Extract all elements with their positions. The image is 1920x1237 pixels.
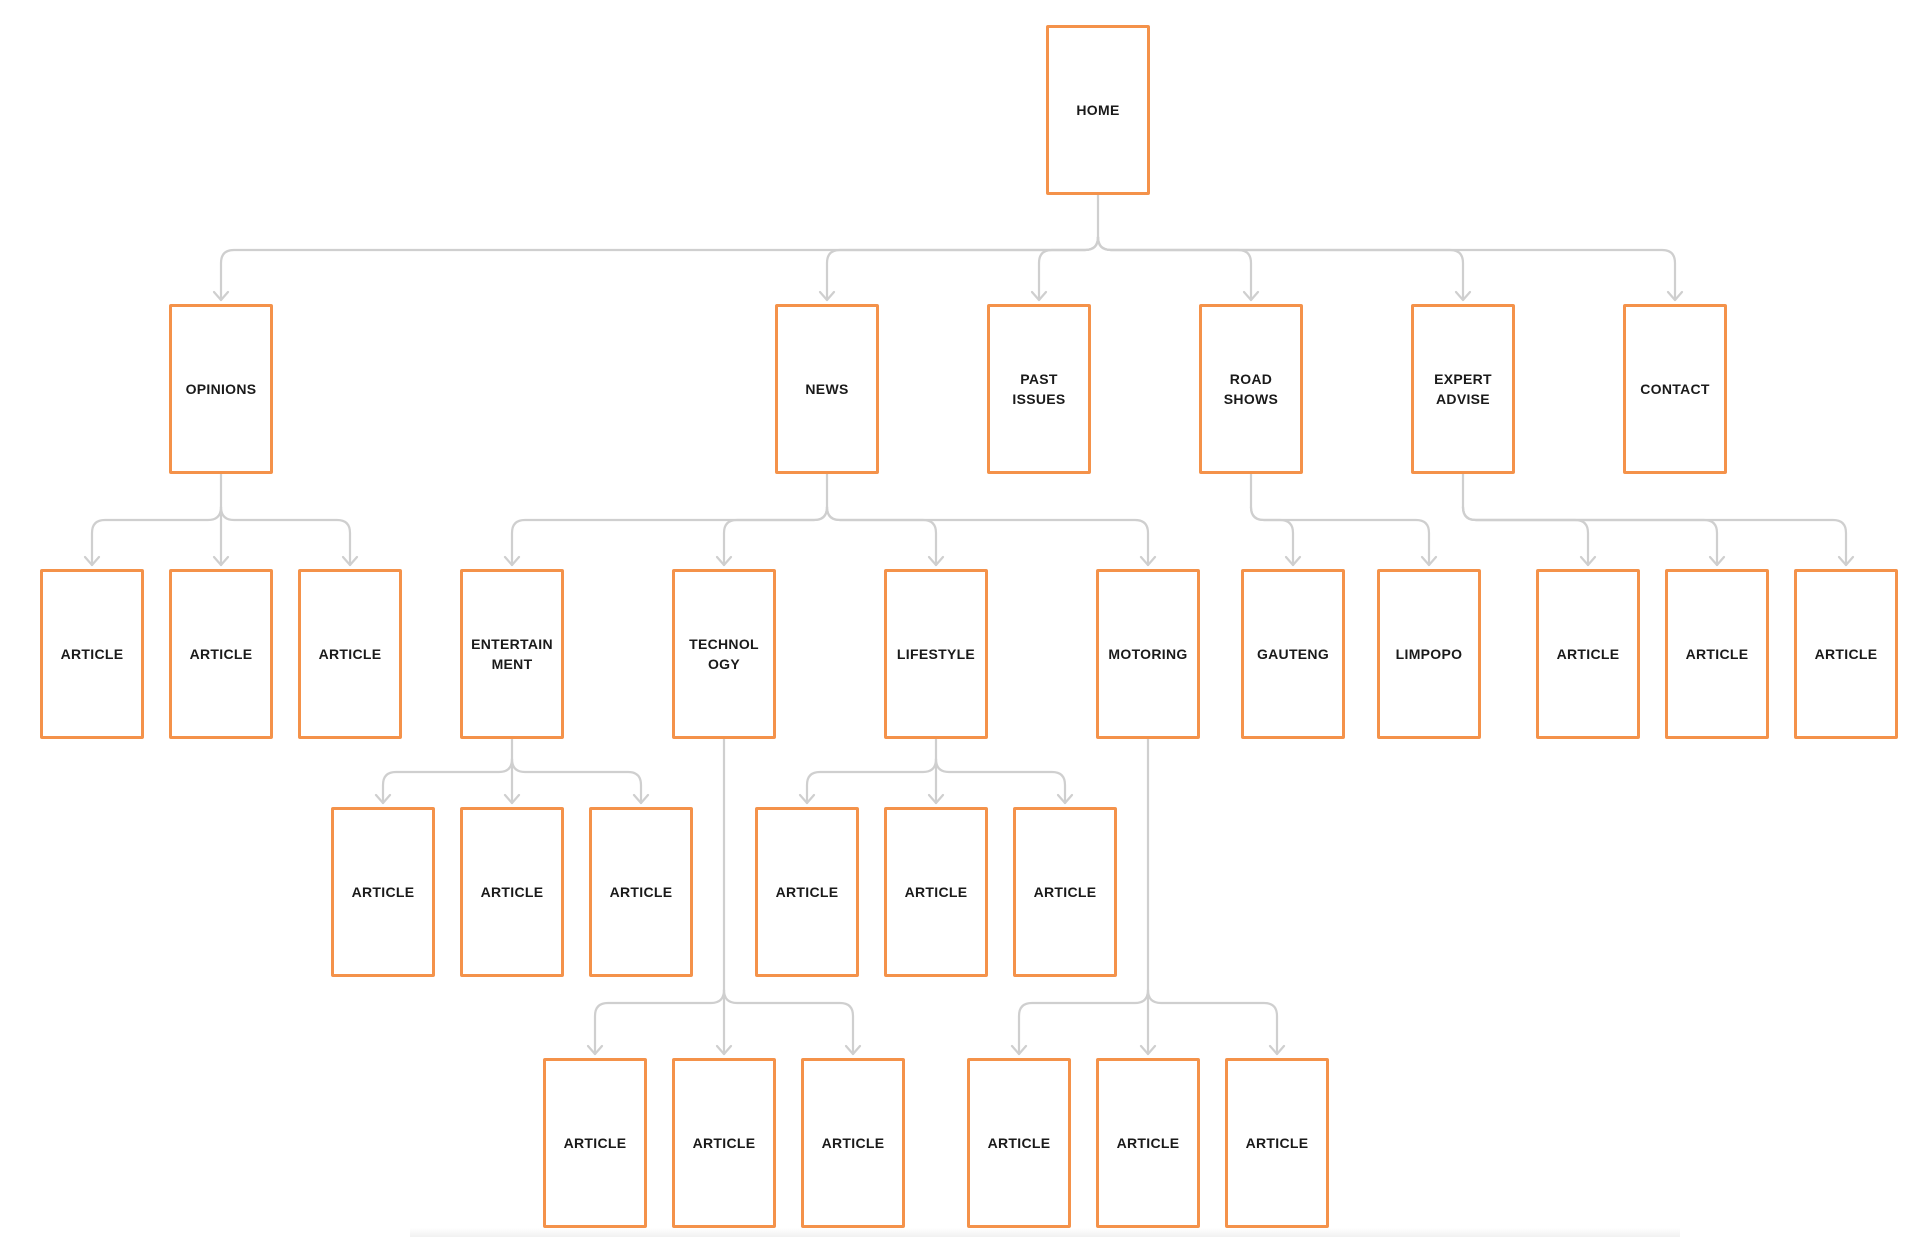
connector-arrowhead [1056, 793, 1074, 805]
node-technology-article-3: ARTICLE [801, 1058, 905, 1228]
connector-branch [219, 505, 352, 567]
node-lifestyle-article-3: ARTICLE [1013, 807, 1117, 977]
connector-branch [825, 235, 1100, 302]
node-gauteng: GAUTENG [1241, 569, 1345, 739]
connector-arrowhead [715, 555, 733, 567]
connector-arrowhead [1010, 1044, 1028, 1056]
connector-arrowhead [715, 1044, 733, 1056]
connector-arrowhead [212, 555, 230, 567]
connector-arrowhead [632, 793, 650, 805]
connector-arrowhead [1030, 290, 1048, 302]
node-opinions-article-2: ARTICLE [169, 569, 273, 739]
node-opinions-article-1: ARTICLE [40, 569, 144, 739]
node-opinions: OPINIONS [169, 304, 273, 474]
node-lifestyle-article-1: ARTICLE [755, 807, 859, 977]
node-motoring-article-2: ARTICLE [1096, 1058, 1200, 1228]
connector-branch [381, 757, 514, 805]
connector-branch [1461, 505, 1590, 567]
connector-arrowhead [927, 793, 945, 805]
connector-branch [90, 505, 223, 567]
connector-branch [722, 988, 855, 1056]
node-motoring: MOTORING [1096, 569, 1200, 739]
connector-branch [825, 505, 1150, 567]
connector-arrowhead [1139, 1044, 1157, 1056]
connector-arrowhead [1242, 290, 1260, 302]
connector-branch [510, 757, 643, 805]
connector-branch [805, 757, 938, 805]
connector-arrowhead [212, 290, 230, 302]
node-entertainment-article-3: ARTICLE [589, 807, 693, 977]
node-expert-article-3: ARTICLE [1794, 569, 1898, 739]
connector-arrowhead [1708, 555, 1726, 567]
node-expert-article-1: ARTICLE [1536, 569, 1640, 739]
connector-branch [825, 505, 938, 567]
node-entertainment-article-2: ARTICLE [460, 807, 564, 977]
connector-arrowhead [1284, 555, 1302, 567]
connector-branch [1249, 505, 1431, 567]
node-news: NEWS [775, 304, 879, 474]
node-motoring-article-3: ARTICLE [1225, 1058, 1329, 1228]
connector-branch [593, 988, 726, 1056]
connector-branch [1037, 235, 1100, 302]
connector-arrowhead [586, 1044, 604, 1056]
connector-arrowhead [818, 290, 836, 302]
connector-branch [1461, 505, 1719, 567]
connector-branch [1461, 505, 1848, 567]
node-lifestyle-article-2: ARTICLE [884, 807, 988, 977]
connector-branch [1017, 988, 1150, 1056]
connector-branch [1096, 235, 1253, 302]
connector-arrowhead [1139, 555, 1157, 567]
connector-arrowhead [1837, 555, 1855, 567]
connector-arrowhead [1579, 555, 1597, 567]
connector-arrowhead [341, 555, 359, 567]
connector-arrowhead [1420, 555, 1438, 567]
connector-branch [934, 757, 1067, 805]
connector-branch [1146, 988, 1279, 1056]
node-technology-article-2: ARTICLE [672, 1058, 776, 1228]
connector-branch [1096, 235, 1677, 302]
connector-arrowhead [798, 793, 816, 805]
connector-arrowhead [1454, 290, 1472, 302]
connector-arrowhead [503, 555, 521, 567]
node-home: HOME [1046, 25, 1150, 195]
connector-branch [510, 505, 829, 567]
connector-arrowhead [1268, 1044, 1286, 1056]
node-technology: TECHNOL OGY [672, 569, 776, 739]
connector-arrowhead [503, 793, 521, 805]
node-contact: CONTACT [1623, 304, 1727, 474]
connector-arrowhead [83, 555, 101, 567]
node-limpopo: LIMPOPO [1377, 569, 1481, 739]
node-expert-advise: EXPERT ADVISE [1411, 304, 1515, 474]
connector-arrowhead [927, 555, 945, 567]
node-entertainment-article-1: ARTICLE [331, 807, 435, 977]
node-opinions-article-3: ARTICLE [298, 569, 402, 739]
node-entertainment: ENTERTAIN MENT [460, 569, 564, 739]
connector-arrowhead [374, 793, 392, 805]
node-technology-article-1: ARTICLE [543, 1058, 647, 1228]
connector-branch [722, 505, 829, 567]
node-expert-article-2: ARTICLE [1665, 569, 1769, 739]
bottom-edge-shadow [410, 1228, 1680, 1237]
connector-arrowhead [1666, 290, 1684, 302]
node-lifestyle: LIFESTYLE [884, 569, 988, 739]
node-road-shows: ROAD SHOWS [1199, 304, 1303, 474]
connector-branch [219, 235, 1100, 302]
node-past-issues: PAST ISSUES [987, 304, 1091, 474]
connector-branch [1096, 235, 1465, 302]
node-motoring-article-1: ARTICLE [967, 1058, 1071, 1228]
connector-arrowhead [844, 1044, 862, 1056]
